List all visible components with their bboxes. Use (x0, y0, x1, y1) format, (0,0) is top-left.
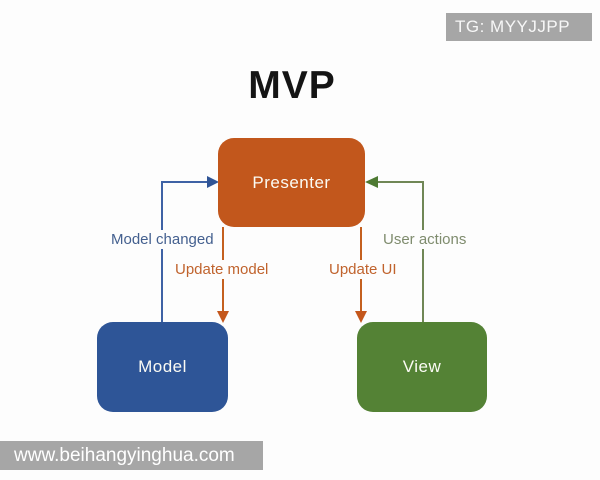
edge-label-user-actions: User actions (380, 230, 470, 249)
node-view: View (357, 322, 487, 412)
arrow-user-actions (365, 176, 424, 322)
node-presenter: Presenter (218, 138, 365, 227)
page-title: MVP (248, 64, 336, 107)
arrow-model-changed (161, 176, 219, 322)
node-view-label: View (402, 357, 442, 376)
watermark-badge-top: TG: MYYJJPP (446, 13, 592, 41)
edge-label-update-model: Update model (172, 260, 272, 279)
edge-label-update-ui: Update UI (326, 260, 400, 279)
node-model-label: Model (138, 357, 187, 376)
edge-label-model-changed: Model changed (108, 230, 217, 249)
node-model: Model (97, 322, 228, 412)
node-presenter-label: Presenter (252, 172, 331, 192)
watermark-bar-bottom: www.beihangyinghua.com (0, 441, 263, 470)
